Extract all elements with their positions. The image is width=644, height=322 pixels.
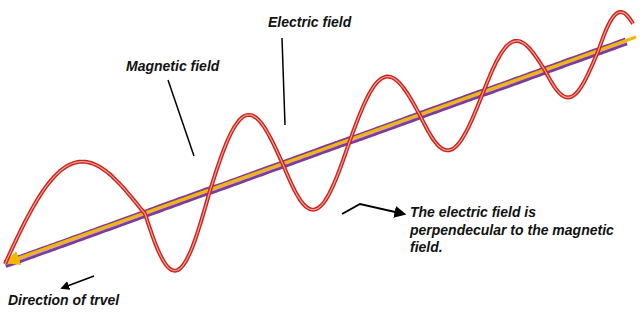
direction-label: Direction of trvel [8,292,168,310]
note-text: The electric field is perpendecular to t… [410,204,636,257]
direction-arrow [62,276,94,288]
magnetic-label: Magnetic field [126,58,256,76]
label-box: The electric field is perpendecular to t… [410,204,636,257]
leader-line [168,80,194,156]
label-box: Magnetic field [126,58,256,76]
label-box: Electric field [268,14,398,32]
electric-label: Electric field [268,14,398,32]
pointer-arrow [342,204,404,214]
leader-line [282,38,285,125]
label-box: Direction of trvel [8,292,168,310]
